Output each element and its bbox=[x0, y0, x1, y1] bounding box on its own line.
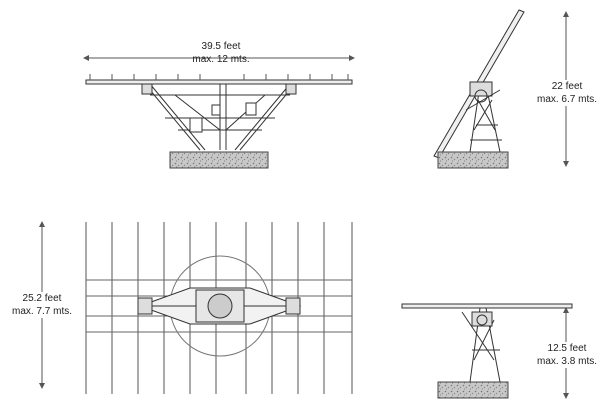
top-depth-feet: 25.2 feet bbox=[22, 293, 62, 304]
stowed-height-feet: 12.5 feet bbox=[547, 343, 587, 354]
front-panel-beam bbox=[85, 79, 353, 85]
side-height-label: 22 feet max. 6.7 mts. bbox=[527, 80, 600, 106]
front-width-metric: max. 12 mts. bbox=[192, 54, 250, 65]
side-height-feet: 22 feet bbox=[551, 81, 583, 92]
stowed-view bbox=[401, 303, 573, 399]
stowed-structure bbox=[461, 307, 501, 383]
top-depth-label: 25.2 feet max. 7.7 mts. bbox=[2, 292, 82, 318]
stowed-height-metric: max. 3.8 mts. bbox=[536, 356, 597, 367]
side-structure bbox=[465, 81, 502, 153]
front-width-label: 39.5 feet max. 12 mts. bbox=[186, 40, 256, 66]
top-depth-metric: max. 7.7 mts. bbox=[11, 306, 72, 317]
stowed-foundation bbox=[437, 381, 509, 399]
front-width-feet: 39.5 feet bbox=[201, 41, 241, 52]
side-height-metric: max. 6.7 mts. bbox=[536, 94, 597, 105]
stowed-panel bbox=[401, 303, 573, 309]
top-view bbox=[39, 221, 353, 394]
stowed-height-label: 12.5 feet max. 3.8 mts. bbox=[527, 342, 600, 368]
front-truss bbox=[141, 83, 297, 151]
top-central-frame bbox=[137, 287, 302, 325]
front-view bbox=[83, 55, 355, 169]
side-foundation bbox=[437, 151, 509, 169]
front-panel-ticks bbox=[89, 74, 349, 80]
front-foundation bbox=[169, 151, 269, 169]
